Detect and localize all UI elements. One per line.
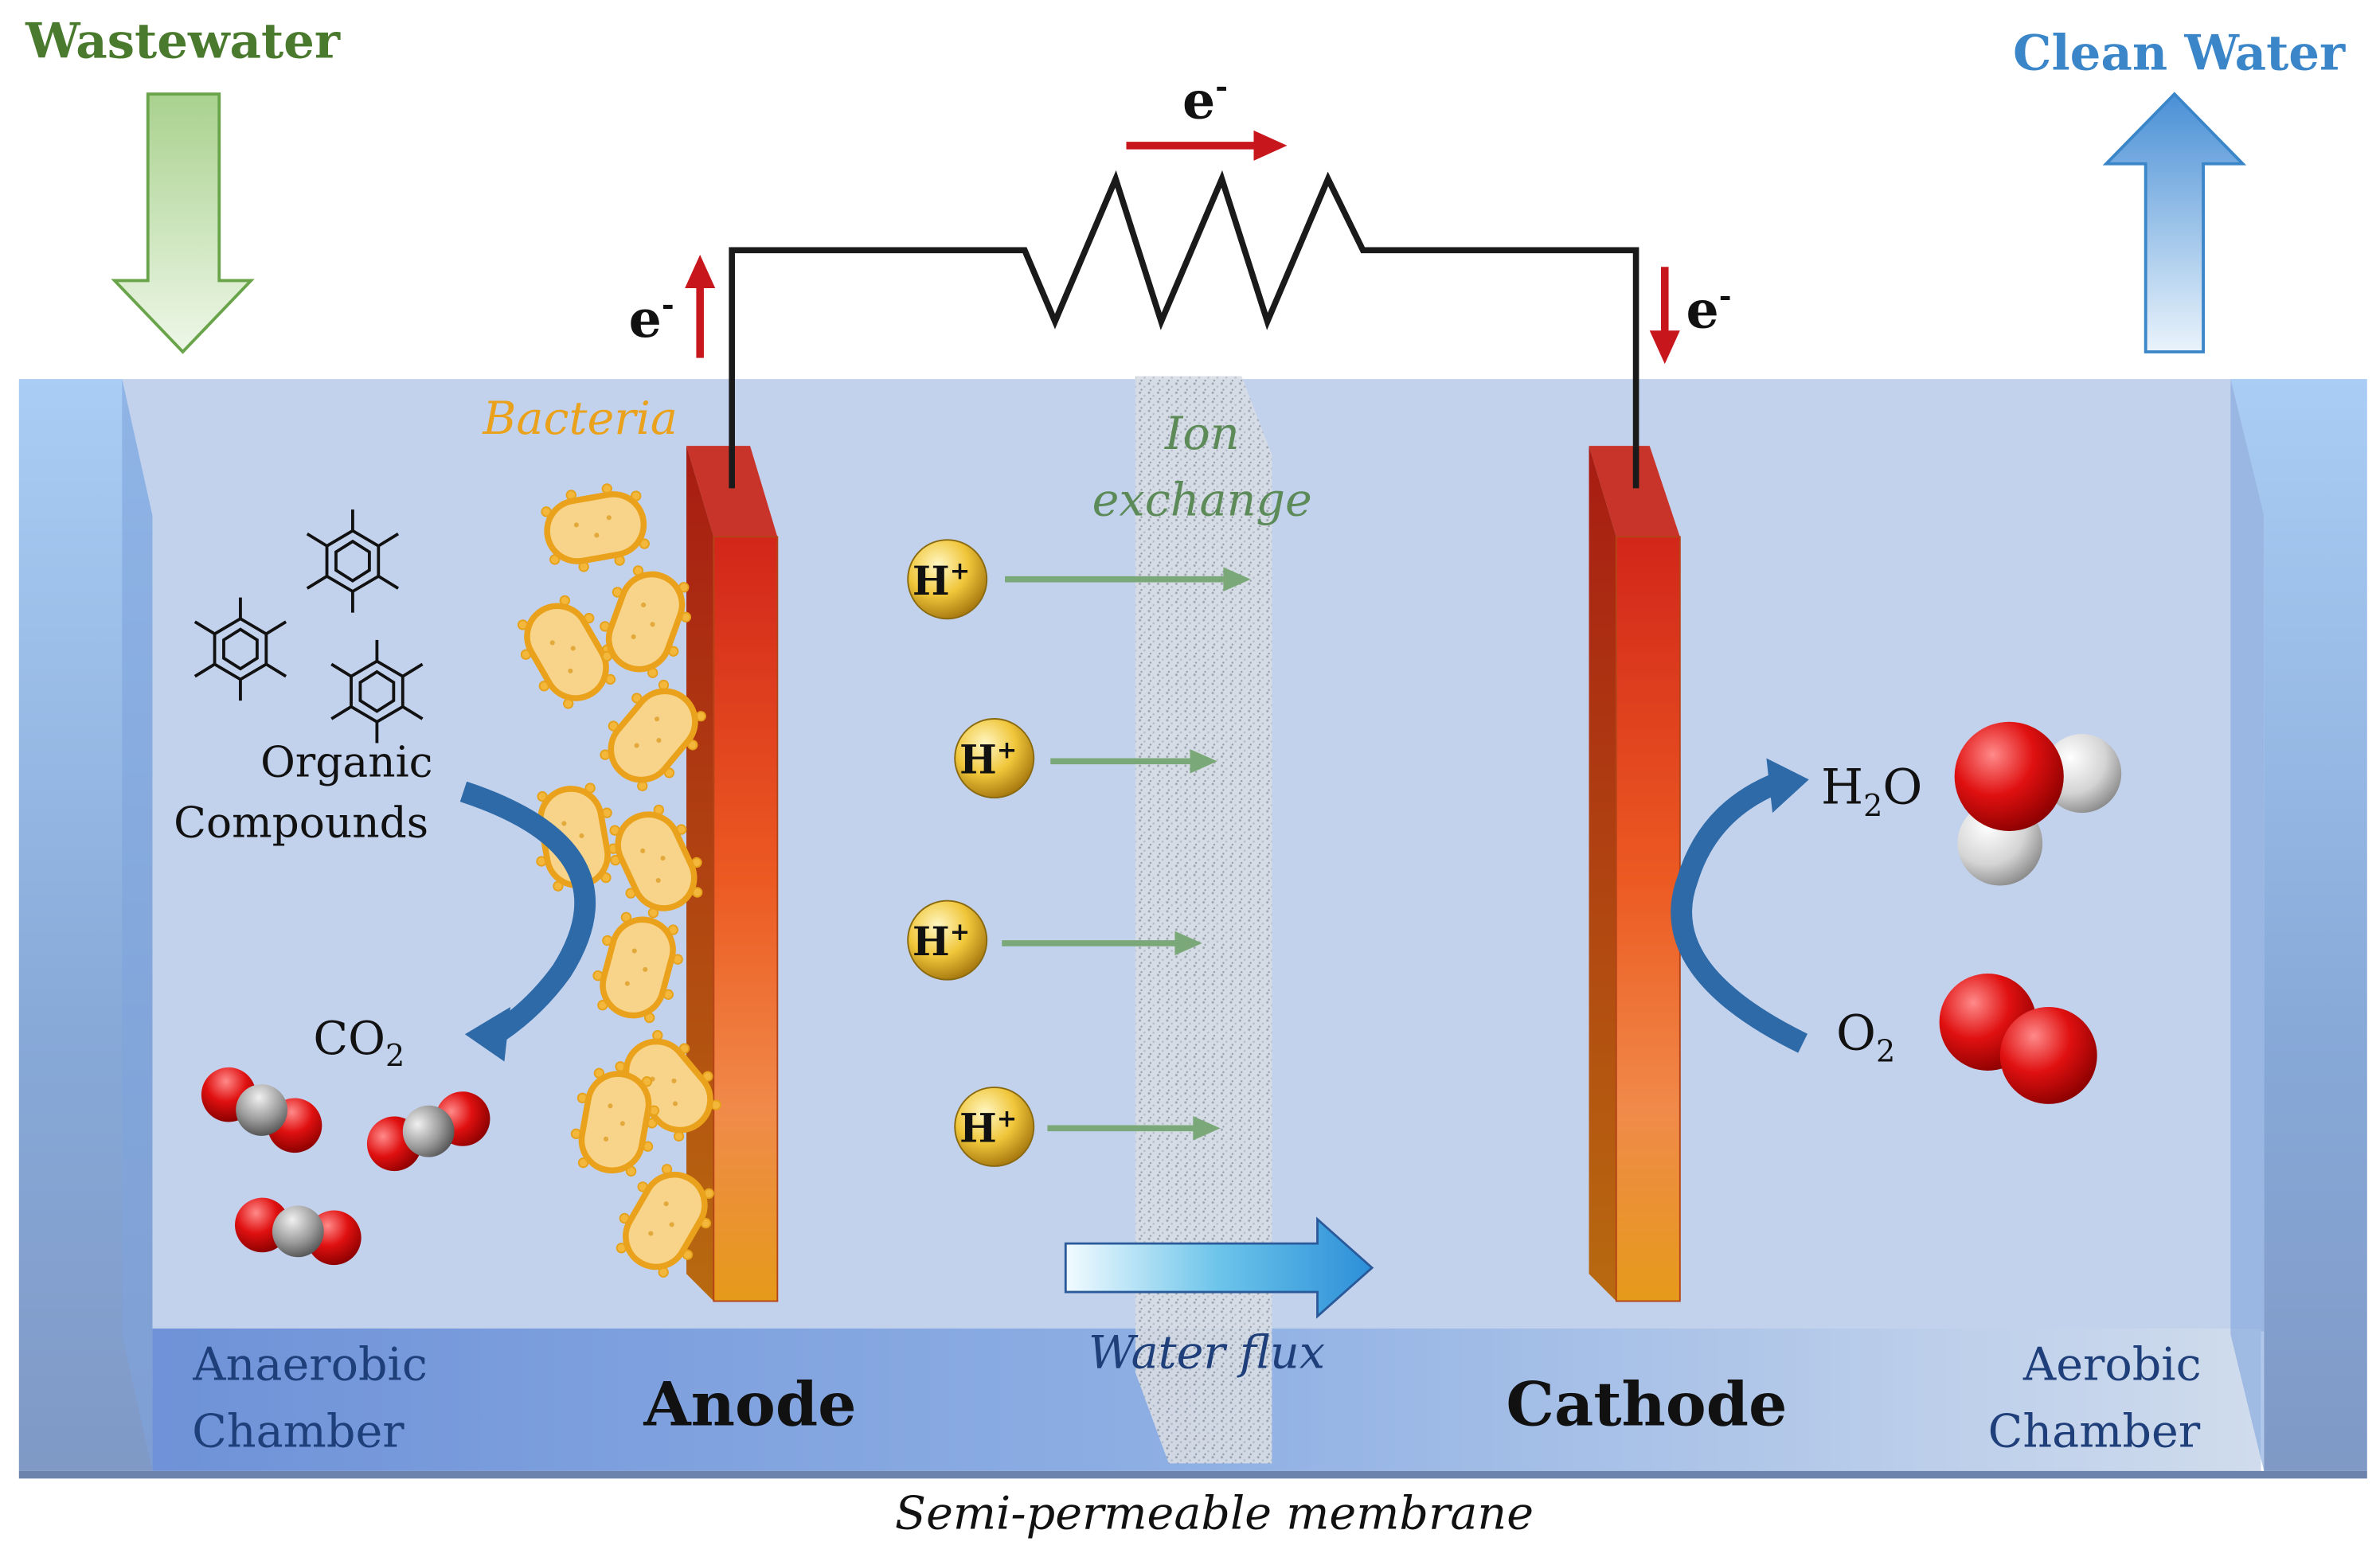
aerobic-chamber-label-line2: Chamber	[1988, 1405, 2201, 1458]
electron-flow-arrowhead-left	[685, 255, 716, 288]
proton-row-3: H+	[907, 900, 1202, 981]
electron-flow-arrowhead-top	[1253, 130, 1288, 161]
h2o-label: H2O	[1821, 759, 1922, 823]
h2o-molecule-icon	[1954, 721, 2122, 886]
aerobic-chamber-label-line1: Aerobic	[2022, 1339, 2202, 1391]
anode-electrode	[686, 446, 779, 1302]
electron-flow-arrowhead-right	[1649, 330, 1680, 365]
cathode-electrode	[1589, 446, 1681, 1302]
anaerobic-chamber-label-line1: Anaerobic	[192, 1339, 428, 1391]
anode-label: Anode	[643, 1368, 856, 1440]
bacteria-label: Bacteria	[482, 392, 678, 445]
water-flux-label: Water flux	[1088, 1326, 1325, 1379]
co2-molecule-icons	[201, 1067, 490, 1266]
anode-reaction-arrowhead	[464, 1006, 511, 1062]
tank-right-wall	[2230, 379, 2367, 1471]
tank-left-wall	[18, 379, 153, 1471]
o2-molecule-icon	[1939, 974, 2097, 1104]
wastewater-arrow-icon	[111, 92, 255, 354]
organic-molecule-icons	[193, 509, 424, 743]
membrane-caption: Semi-permeable membrane	[895, 1487, 1534, 1540]
electron-label-top: e-	[1182, 68, 1228, 131]
electron-label-right: e-	[1686, 278, 1732, 341]
proton-row-4: H+	[954, 1086, 1221, 1167]
external-circuit-wire	[729, 170, 1639, 486]
semi-permeable-membrane	[1135, 376, 1272, 1464]
proton-label: H+	[959, 1104, 1017, 1151]
cathode-label: Cathode	[1506, 1368, 1787, 1440]
organic-compounds-label-line2: Compounds	[174, 798, 428, 848]
anode-reaction-arrow-icon	[459, 781, 596, 1050]
ion-exchange-label-line1: Ion	[1164, 408, 1240, 460]
proton-label: H+	[913, 918, 970, 965]
proton-label: H+	[959, 736, 1017, 783]
tank-right-wall-inner	[2230, 379, 2265, 1471]
ion-exchange-label-line2: exchange	[1092, 474, 1312, 527]
cathode-reaction-arrow-icon	[1671, 772, 1808, 1053]
o2-label: O2	[1836, 1005, 1895, 1068]
water-flux-arrow-icon	[1064, 1216, 1374, 1319]
co2-label: CO2	[313, 1013, 404, 1073]
tank-base-edge	[18, 1470, 2367, 1479]
proton-row-1: H+	[907, 539, 1251, 620]
electron-label-left: e-	[629, 287, 674, 349]
clean-water-arrow-icon	[2102, 92, 2247, 353]
organic-compounds-label-line1: Organic	[260, 736, 432, 786]
proton-row-2: H+	[954, 718, 1217, 799]
tank-left-wall-inner	[122, 379, 153, 1471]
cathode-reaction-arrowhead	[1766, 758, 1809, 814]
wastewater-label: Wastewater	[25, 13, 341, 69]
proton-label: H+	[913, 557, 970, 604]
clean-water-label: Clean Water	[2013, 25, 2346, 82]
anaerobic-chamber-label-line2: Chamber	[192, 1405, 404, 1458]
